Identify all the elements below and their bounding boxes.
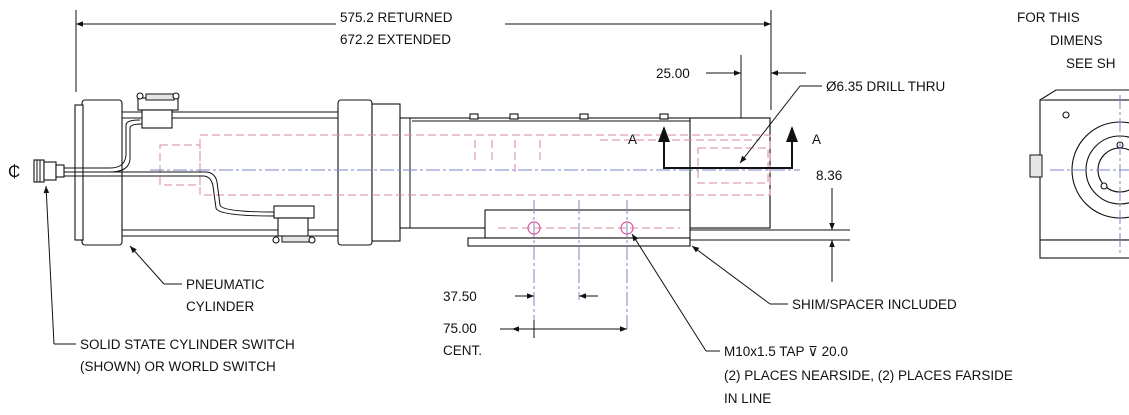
tap-callout: M10x1.5 TAP ⊽ 20.0 (2) PLACES NEARSIDE, …	[631, 233, 1013, 406]
tap-line-2: (2) PLACES NEARSIDE, (2) PLACES FARSIDE	[724, 368, 1013, 383]
section-a-right-label: A	[812, 132, 821, 147]
dim-returned: 575.2 RETURNED	[340, 10, 453, 25]
dim-7500: 75.00 CENT.	[443, 320, 627, 358]
switch-cable	[60, 119, 275, 217]
cylinder-switches	[136, 92, 316, 244]
section-a-marker: A A	[628, 126, 821, 169]
hidden-features	[159, 134, 771, 196]
drill-label: Ø6.35 DRILL THRU	[826, 79, 945, 94]
overall-dimension: 575.2 RETURNED 672.2 EXTENDED	[75, 10, 772, 110]
shim-label: SHIM/SPACER INCLUDED	[792, 297, 957, 312]
pneumatic-callout: PNEUMATIC CYLINDER	[129, 245, 265, 314]
dim-extended: 672.2 EXTENDED	[340, 32, 451, 47]
section-a-left-label: A	[628, 132, 637, 147]
end-view-partial: FOR THIS DIMENS SEE SH	[1017, 10, 1129, 259]
shim-callout: SHIM/SPACER INCLUDED	[691, 245, 957, 312]
dim-836: 8.36	[816, 168, 842, 282]
dim-3750-label: 37.50	[443, 289, 477, 304]
centerline-symbol: ₵	[8, 162, 20, 181]
dim-3750: 37.50	[443, 289, 598, 304]
dim-836-label: 8.36	[816, 168, 842, 183]
connector	[33, 159, 65, 183]
switch-callout: SOLID STATE CYLINDER SWITCH (SHOWN) OR W…	[43, 185, 295, 374]
switch-line-1: SOLID STATE CYLINDER SWITCH	[80, 337, 295, 352]
shim-spacer	[467, 200, 850, 330]
dim-25-label: 25.00	[656, 66, 690, 81]
pneumatic-line-1: PNEUMATIC	[186, 277, 265, 292]
side-note-line-2: DIMENS	[1050, 33, 1103, 48]
tap-line-3: IN LINE	[724, 391, 771, 406]
tap-line-1: M10x1.5 TAP ⊽ 20.0	[724, 344, 848, 359]
switch-line-2: (SHOWN) OR WORLD SWITCH	[80, 359, 276, 374]
side-note-line-3: SEE SH	[1066, 56, 1116, 71]
dim-7500-label: 75.00	[443, 321, 477, 336]
drill-callout: Ø6.35 DRILL THRU	[739, 79, 945, 164]
pneumatic-line-2: CYLINDER	[186, 299, 255, 314]
dim-25: 25.00	[656, 55, 806, 118]
cent-label: CENT.	[443, 343, 482, 358]
side-note-line-1: FOR THIS	[1017, 10, 1080, 25]
